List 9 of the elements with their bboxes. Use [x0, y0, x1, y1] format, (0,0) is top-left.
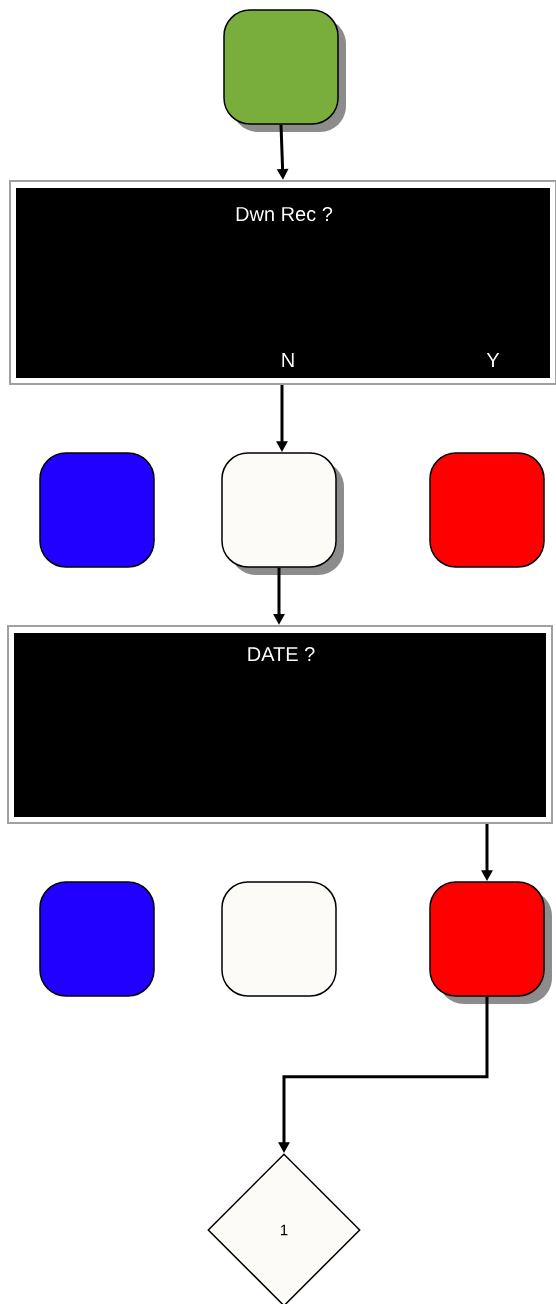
decision-panel: DATE ?: [7, 625, 553, 824]
rounded-box: [223, 9, 346, 132]
rounded-box: [39, 452, 155, 568]
rounded-box: [221, 452, 344, 575]
rounded-box: [429, 452, 545, 568]
rounded-box: [429, 881, 552, 1004]
decision-panel: Dwn Rec ? N Y: [9, 180, 556, 385]
rounded-box: [221, 881, 337, 997]
rounded-box: [39, 881, 155, 997]
